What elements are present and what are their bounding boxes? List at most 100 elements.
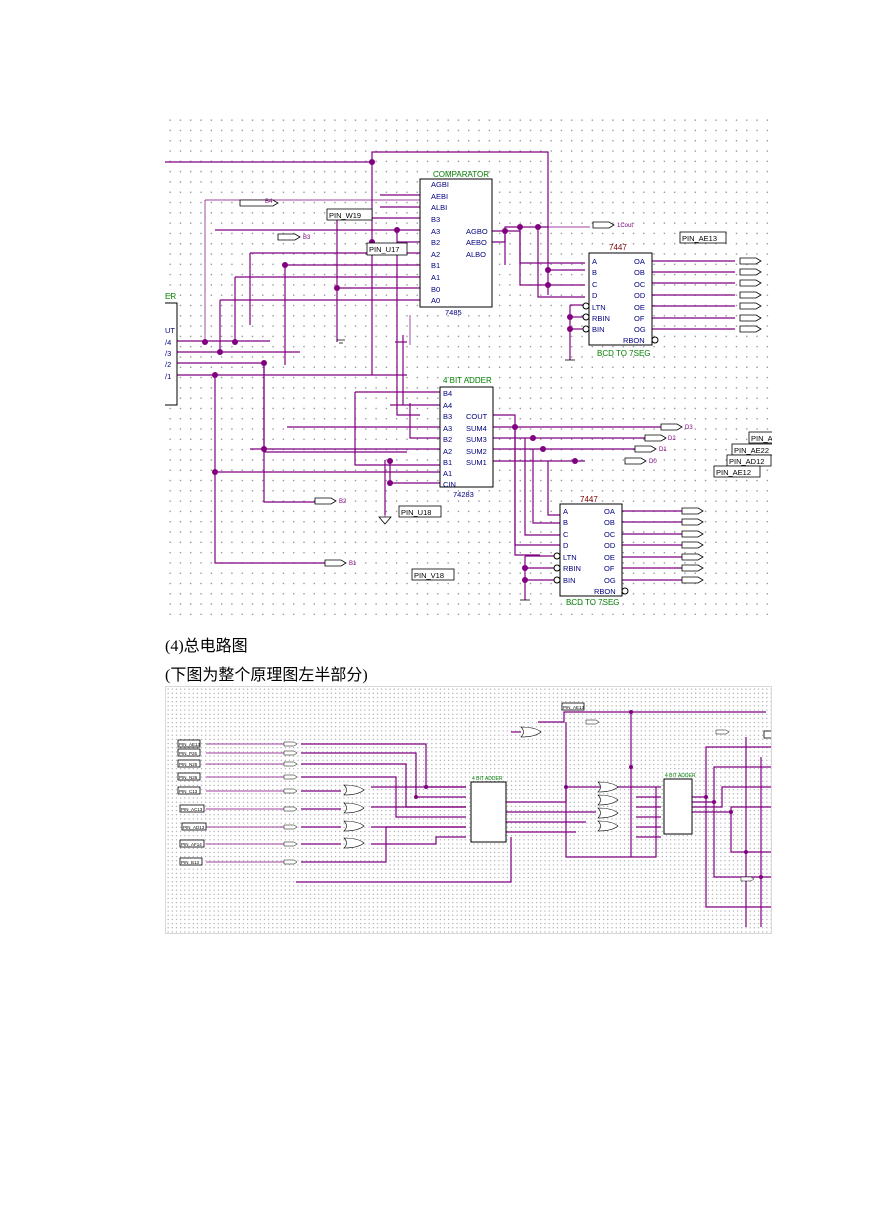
fig2-pin-3: PIN_N26 [179,775,198,780]
out-b2-label: B2 [339,499,347,505]
adder-pin-b2: B2 [443,435,452,444]
left-block-header: ER [165,292,176,301]
dec-bot-pin-ob: OB [604,518,615,527]
fig2-top-pin: PIN_AE13 [563,705,585,710]
pin-tag-w19: PIN_W19 [329,211,361,220]
decoder-7447-top: 7447 BCD TO 7SEG A B C D LTN RBIN BIN OA… [582,243,659,358]
comparator-pin-a2: A2 [431,250,440,259]
dec-top-pin-c: C [592,280,598,289]
decoder-bottom-title: BCD TO 7SEG [566,598,620,607]
dec-bot-pin-of: OF [604,564,615,573]
dec-bot-pin-c: C [563,530,569,539]
dec-bot-pin-og: OG [604,576,616,585]
adder-pin-sum3: SUM3 [466,435,487,444]
fig2-pin-7: PIN_AF14 [181,842,202,847]
comparator-pin-a1: A1 [431,273,440,282]
left-bus-label-4: /1 [165,372,171,381]
dec-top-pin-oa: OA [634,257,645,266]
adder-pin-sum2: SUM2 [466,447,487,456]
fig2-output-flags [283,719,755,882]
dec-bot-pin-oe: OE [604,553,615,562]
comparator-pin-a0: A0 [431,296,440,305]
dec-bot-pin-d: D [563,541,569,550]
dec-top-pin-og: OG [634,325,646,334]
pin-tag-u18: PIN_U18 [401,508,431,517]
left-bus-label-2: /3 [165,349,171,358]
dec-bot-pin-ltn: LTN [563,553,577,562]
fig2-pin-5: PIN_AC13 [181,807,203,812]
fig2-pin-0: PIN_AE13 [179,742,201,747]
adder-pin-b1: B1 [443,458,452,467]
adder-pin-a3: A3 [443,424,452,433]
ground-symbols [337,339,575,601]
fig2-junctions [414,710,763,879]
out-b4-label: B4 [265,199,273,205]
section-caption: (下图为整个原理图左半部分) [165,667,368,684]
dec-top-pin-a: A [592,257,597,266]
dec-top-pin-b: B [592,268,597,277]
adder-pin-sum1: SUM1 [466,458,487,467]
comparator-pin-aebo: AEBO [466,238,487,247]
fig2-pin-4: PIN_C13 [179,789,198,794]
comparator-pin-b0: B0 [431,285,440,294]
out-d0-label: D0 [649,459,657,465]
wires [165,151,735,600]
comparator-pin-agbo: AGBO [466,227,488,236]
fig2-xor-gates [343,726,619,849]
pin-tag-ae12: PIN_AE12 [716,468,751,477]
left-input-block: ER UT /4 /3 /2 /1 [165,292,178,406]
dec-bot-pin-rbon: RBON [594,587,616,596]
out-d2-label: D2 [668,436,676,442]
decoder-top-part: 7447 [609,243,627,252]
decoder-7447-bottom: 7447 BCD TO 7SEG A B C D LTN RBIN BIN OA… [553,495,629,607]
dec-bot-pin-od: OD [604,541,616,550]
fig2-pin-1: PIN_P26 [179,751,198,756]
fig2-pin-tags: PIN_AE13 PIN_P26 PIN_N25 PIN_N26 PIN_C13… [177,702,771,866]
comparator-pin-agbi: AGBI [431,180,449,189]
adder-pin-b3: B3 [443,412,452,421]
fig2-adder-left: 4 BIT ADDER [470,776,507,843]
out-b1-label: B1 [349,561,357,567]
adder-pin-sum4: SUM4 [466,424,487,433]
comparator-pin-b3: B3 [431,215,440,224]
dec-bot-pin-oc: OC [604,530,616,539]
schematic-detail-figure: ER UT /4 /3 /2 /1 COMPARATOR 7485 AGBI A… [165,115,772,615]
adder-pin-a1: A1 [443,469,452,478]
left-bus-label-0: UT [165,326,175,335]
decoder-bottom-part: 7447 [580,495,598,504]
fig2-pin-8: PIN_B13 [181,860,200,865]
pin-tag-ad12: PIN_AD12 [729,457,764,466]
adder-pin-cin: CIN [443,480,456,489]
dec-bot-pin-b: B [563,518,568,527]
schematic-detail-svg: ER UT /4 /3 /2 /1 COMPARATOR 7485 AGBI A… [165,151,772,607]
adder-74283: 4 BIT ADDER 74283 B4 A4 B3 A3 B2 A2 B1 A… [439,376,494,499]
comparator-pin-aebi: AEBI [431,192,448,201]
out-d1-label: D1 [659,447,667,453]
adder-pin-cout: COUT [466,412,488,421]
left-bus-label-3: /2 [165,360,171,369]
dec-bot-pin-oa: OA [604,507,615,516]
comparator-pin-a3: A3 [431,227,440,236]
comparator-pin-albo: ALBO [466,250,486,259]
dec-bot-pin-rbin: RBIN [563,564,581,573]
comparator-pin-b1: B1 [431,261,440,270]
section-heading: (4)总电路图 [165,638,248,655]
adder-pin-b4: B4 [443,389,452,398]
fig2-pin-6: PIN_AD13 [183,825,205,830]
dec-top-pin-rbon: RBON [623,336,645,345]
overall-circuit-figure: 4 BIT ADDER 4 BIT ADDER PIN_AE13 PIN_P26… [165,686,772,934]
pin-tag-a-partial: PIN_A [751,434,772,443]
dec-top-pin-bin: BIN [592,325,605,334]
fig2-pin-2: PIN_N25 [179,762,198,767]
comparator-pin-albi: ALBI [431,203,447,212]
junction-dots [202,159,578,583]
overall-circuit-svg: 4 BIT ADDER 4 BIT ADDER PIN_AE13 PIN_P26… [177,702,771,927]
comparator-7485: COMPARATOR 7485 AGBI AEBI ALBI B3 A3 B2 … [419,170,493,317]
pin-tag-v18: PIN_V18 [414,571,444,580]
dec-bot-pin-a: A [563,507,568,516]
pin-tag-u17: PIN_U17 [369,245,399,254]
fig2-adder-right-title: 4 BIT ADDER [665,773,696,779]
dec-top-pin-oe: OE [634,303,645,312]
comparator-pin-b2: B2 [431,238,440,247]
pin-tag-ae13: PIN_AE13 [682,234,717,243]
